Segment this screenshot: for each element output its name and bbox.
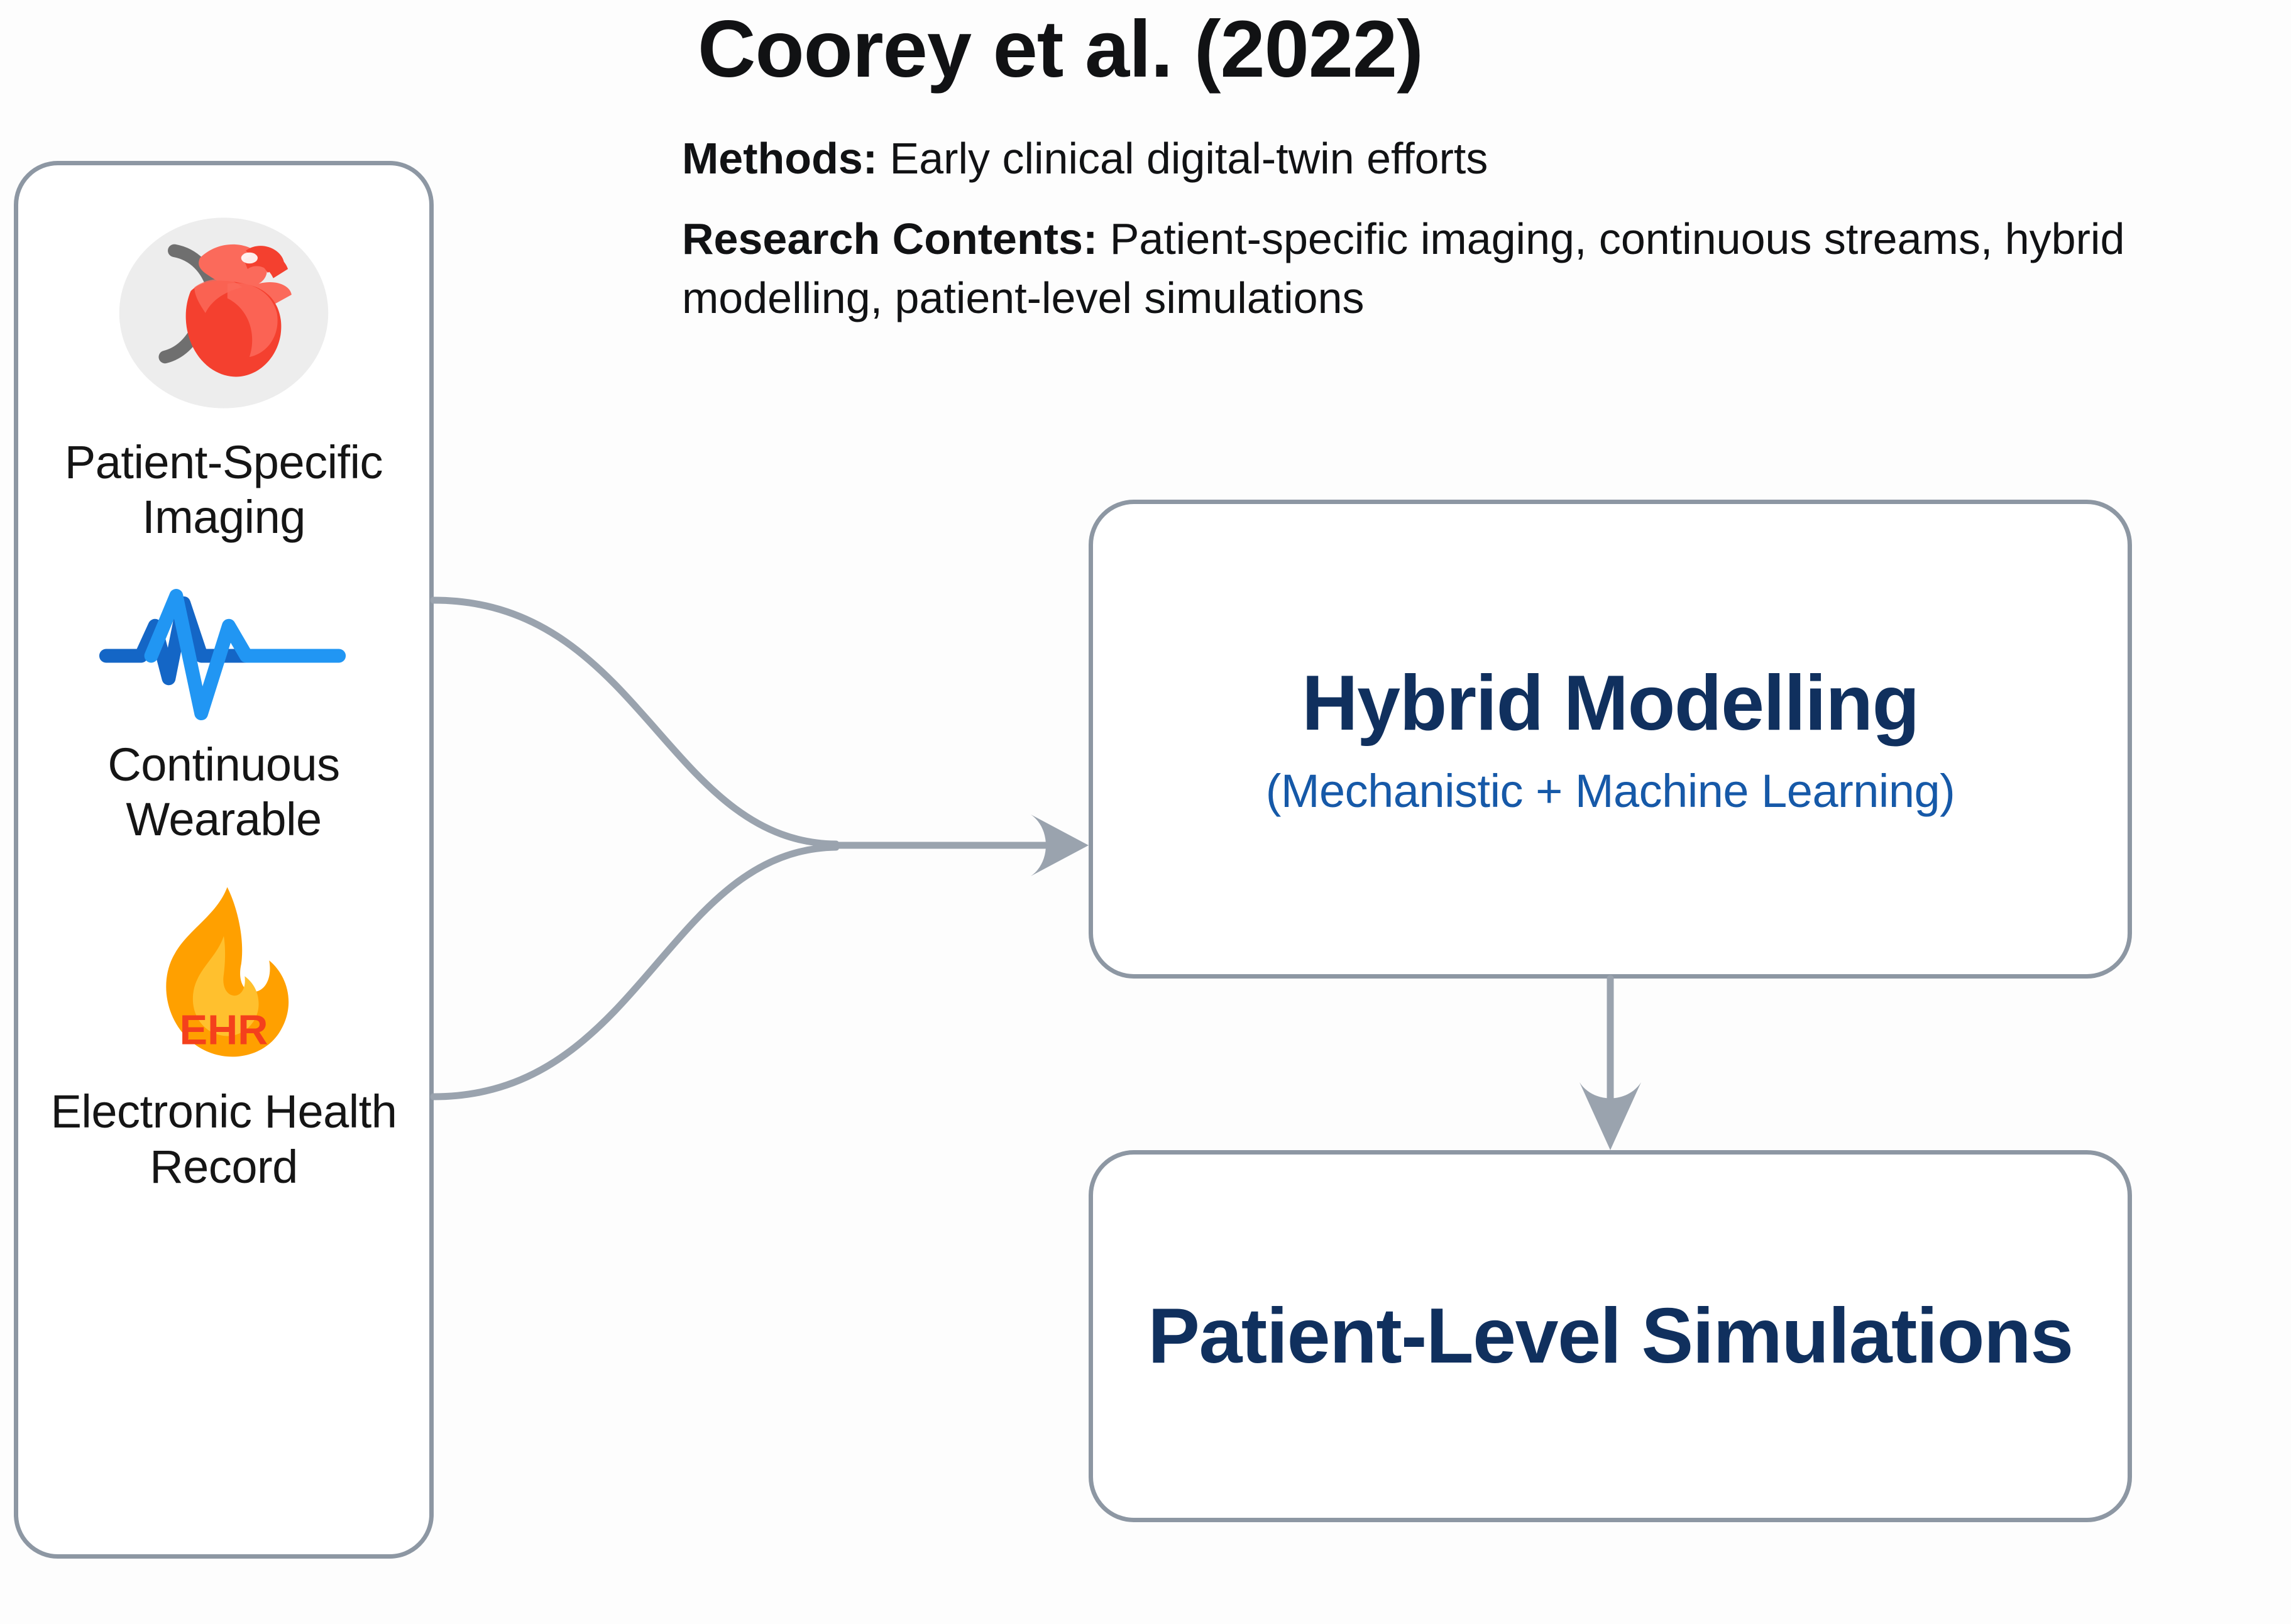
source-label-wearable: Continuous Wearable [107,738,340,845]
research-contents-line: Research Contents: Patient-specific imag… [682,210,2197,328]
hybrid-modelling-subtitle: (Mechanistic + Machine Learning) [1265,764,1955,817]
hybrid-modelling-box: Hybrid Modelling (Mechanistic + Machine … [1089,500,2132,979]
source-item-ehr: EHR Electronic Health Record [18,847,429,1194]
patient-level-simulations-title: Patient-Level Simulations [1148,1292,2074,1380]
methods-text: Early clinical digital-twin efforts [877,134,1488,184]
source-item-imaging: Patient-Specific Imaging [18,200,429,545]
ehr-flame-icon: EHR [129,881,318,1075]
hybrid-modelling-title: Hybrid Modelling [1302,660,1920,747]
research-contents-text: Patient-specific imaging, continuous str… [682,214,2125,322]
methods-line: Methods: Early clinical digital-twin eff… [682,129,2197,189]
header-block: Coorey et al. (2022) Methods: Early clin… [682,6,2203,349]
source-item-wearable: Continuous Wearable [18,545,429,847]
page-title: Coorey et al. (2022) [698,4,1424,94]
connector-wearable-to-hybrid [430,843,840,1100]
arrowhead-into-simulations [1580,1082,1641,1150]
connector-imaging-to-hybrid [430,596,840,848]
arrowhead-into-hybrid [1031,815,1089,876]
research-contents-label: Research Contents: [682,214,1098,264]
source-label-imaging: Patient-Specific Imaging [64,436,383,544]
data-sources-panel: Patient-Specific Imaging Continuous Wear… [14,161,434,1559]
methods-label: Methods: [682,134,878,184]
patient-level-simulations-box: Patient-Level Simulations [1089,1150,2132,1522]
anatomical-heart-icon [111,200,337,426]
ehr-badge-text: EHR [180,1007,268,1054]
source-label-ehr: Electronic Health Record [50,1085,397,1193]
pulse-waveform-icon [92,584,356,728]
